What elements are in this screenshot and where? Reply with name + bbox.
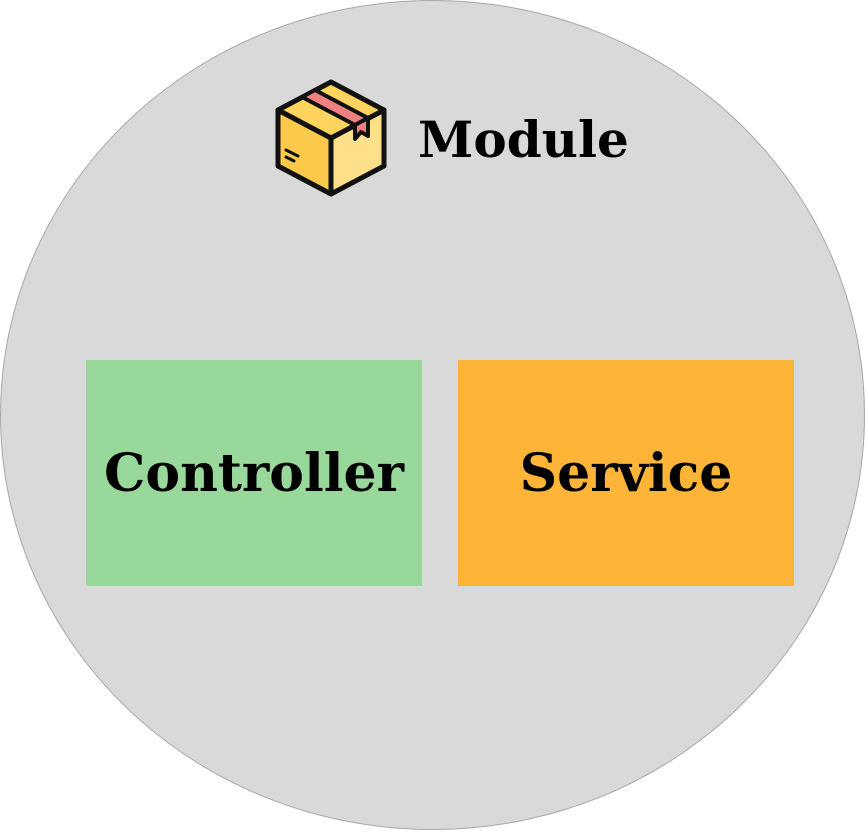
package-box-icon [272, 76, 390, 198]
service-box: Service [458, 360, 794, 586]
module-title: Module [418, 109, 629, 169]
service-label: Service [519, 442, 733, 504]
controller-box: Controller [86, 360, 422, 586]
controller-label: Controller [104, 442, 404, 504]
module-header: Module [272, 76, 629, 198]
